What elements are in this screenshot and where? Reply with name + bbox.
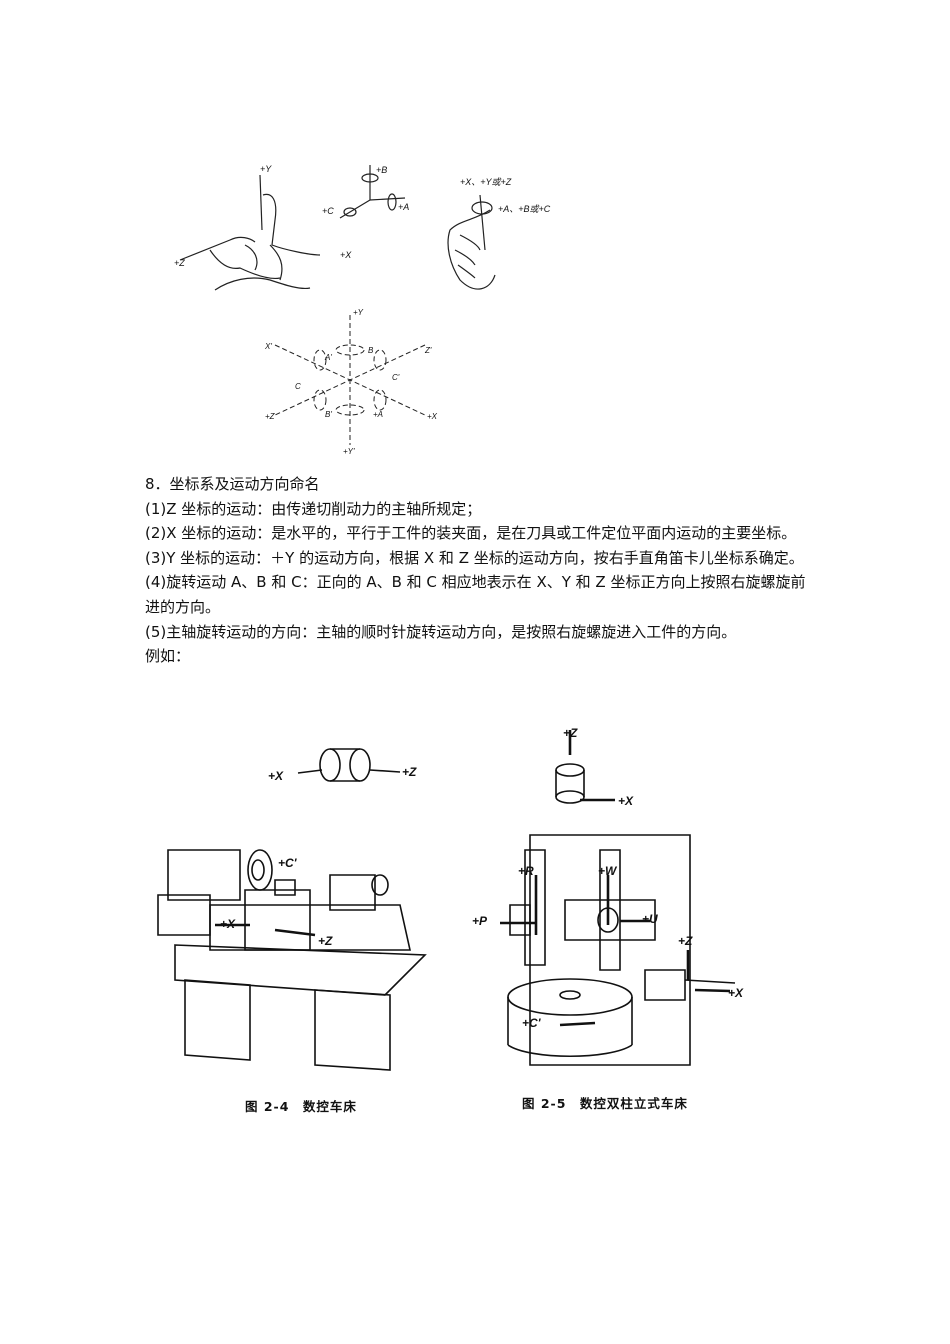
label: +Z [265, 412, 276, 421]
label: A' [324, 353, 332, 362]
label: +A [373, 410, 383, 419]
right-hand-rule-figure [160, 150, 580, 300]
label: +Y [353, 308, 364, 317]
section-item: (1)Z 坐标的运动：由传递切削动力的主轴所规定； [145, 499, 482, 518]
label: +A、+B或+C [498, 204, 551, 214]
label: +Y [260, 164, 272, 174]
label: +Z [174, 258, 185, 268]
label: +Z [318, 934, 333, 948]
label: +W [598, 864, 618, 878]
label: B [368, 346, 374, 355]
section-item: (3)Y 坐标的运动：＋Y 的运动方向，根据 X 和 Z 坐标的运动方向，按右手… [145, 548, 804, 567]
label: +X [340, 250, 352, 260]
label: +C' [278, 856, 298, 870]
label: +Y' [343, 447, 355, 455]
label: +U [642, 912, 658, 926]
label: +X [220, 917, 236, 931]
top-figure-labels: +Y +Z +X +B +A +C +X、+Y或+Z +A、+B或+C [174, 164, 551, 268]
section-item: (2)X 坐标的运动：是水平的，平行于工件的装夹面，是在刀具或工件定位平面内运动… [145, 524, 797, 543]
label: +R [518, 864, 534, 878]
axis-rotation-figure: +Y X' Z' A' B C' C B' +A +Z +X +Y' [255, 305, 445, 455]
figure-caption: 图 2-5 数控双柱立式车床 [522, 1096, 688, 1111]
label: B' [325, 410, 332, 419]
label: C' [392, 373, 400, 382]
label: +X、+Y或+Z [460, 177, 512, 187]
label: Z' [424, 346, 432, 355]
double-column-vertical-lathe-figure: +Z +X +R +W +P +U +Z +X +C' [470, 725, 760, 1085]
label: +X [268, 769, 284, 783]
label: +X [728, 986, 744, 1000]
label: +X [618, 794, 634, 808]
section-item: (5)主轴旋转运动的方向：主轴的顺时针旋转运动方向，是按照右旋螺旋进入工件的方向… [145, 622, 737, 641]
label: +Z [678, 934, 693, 948]
label: +Z [563, 726, 578, 740]
label: +X [427, 412, 438, 421]
section-heading: 8．坐标系及运动方向命名 [145, 475, 320, 493]
label: +C' [522, 1016, 542, 1030]
cnc-lathe-figure: +X +Z +C' +X +Z [150, 740, 440, 1080]
section-item: (4)旋转运动 A、B 和 C：正向的 A、B 和 C 相应地表示在 X、Y 和… [145, 573, 806, 616]
label: +P [472, 914, 488, 928]
section-item: 例如： [145, 647, 191, 666]
label: +A [398, 202, 409, 212]
figure-caption: 图 2-4 数控车床 [245, 1099, 357, 1114]
coordinate-naming-section: 8．坐标系及运动方向命名 (1)Z 坐标的运动：由传递切削动力的主轴所规定； (… [145, 472, 817, 669]
label: C [295, 382, 301, 391]
label: +B [376, 165, 387, 175]
label: +C [322, 206, 334, 216]
label: +Z [402, 765, 417, 779]
label: X' [264, 342, 272, 351]
